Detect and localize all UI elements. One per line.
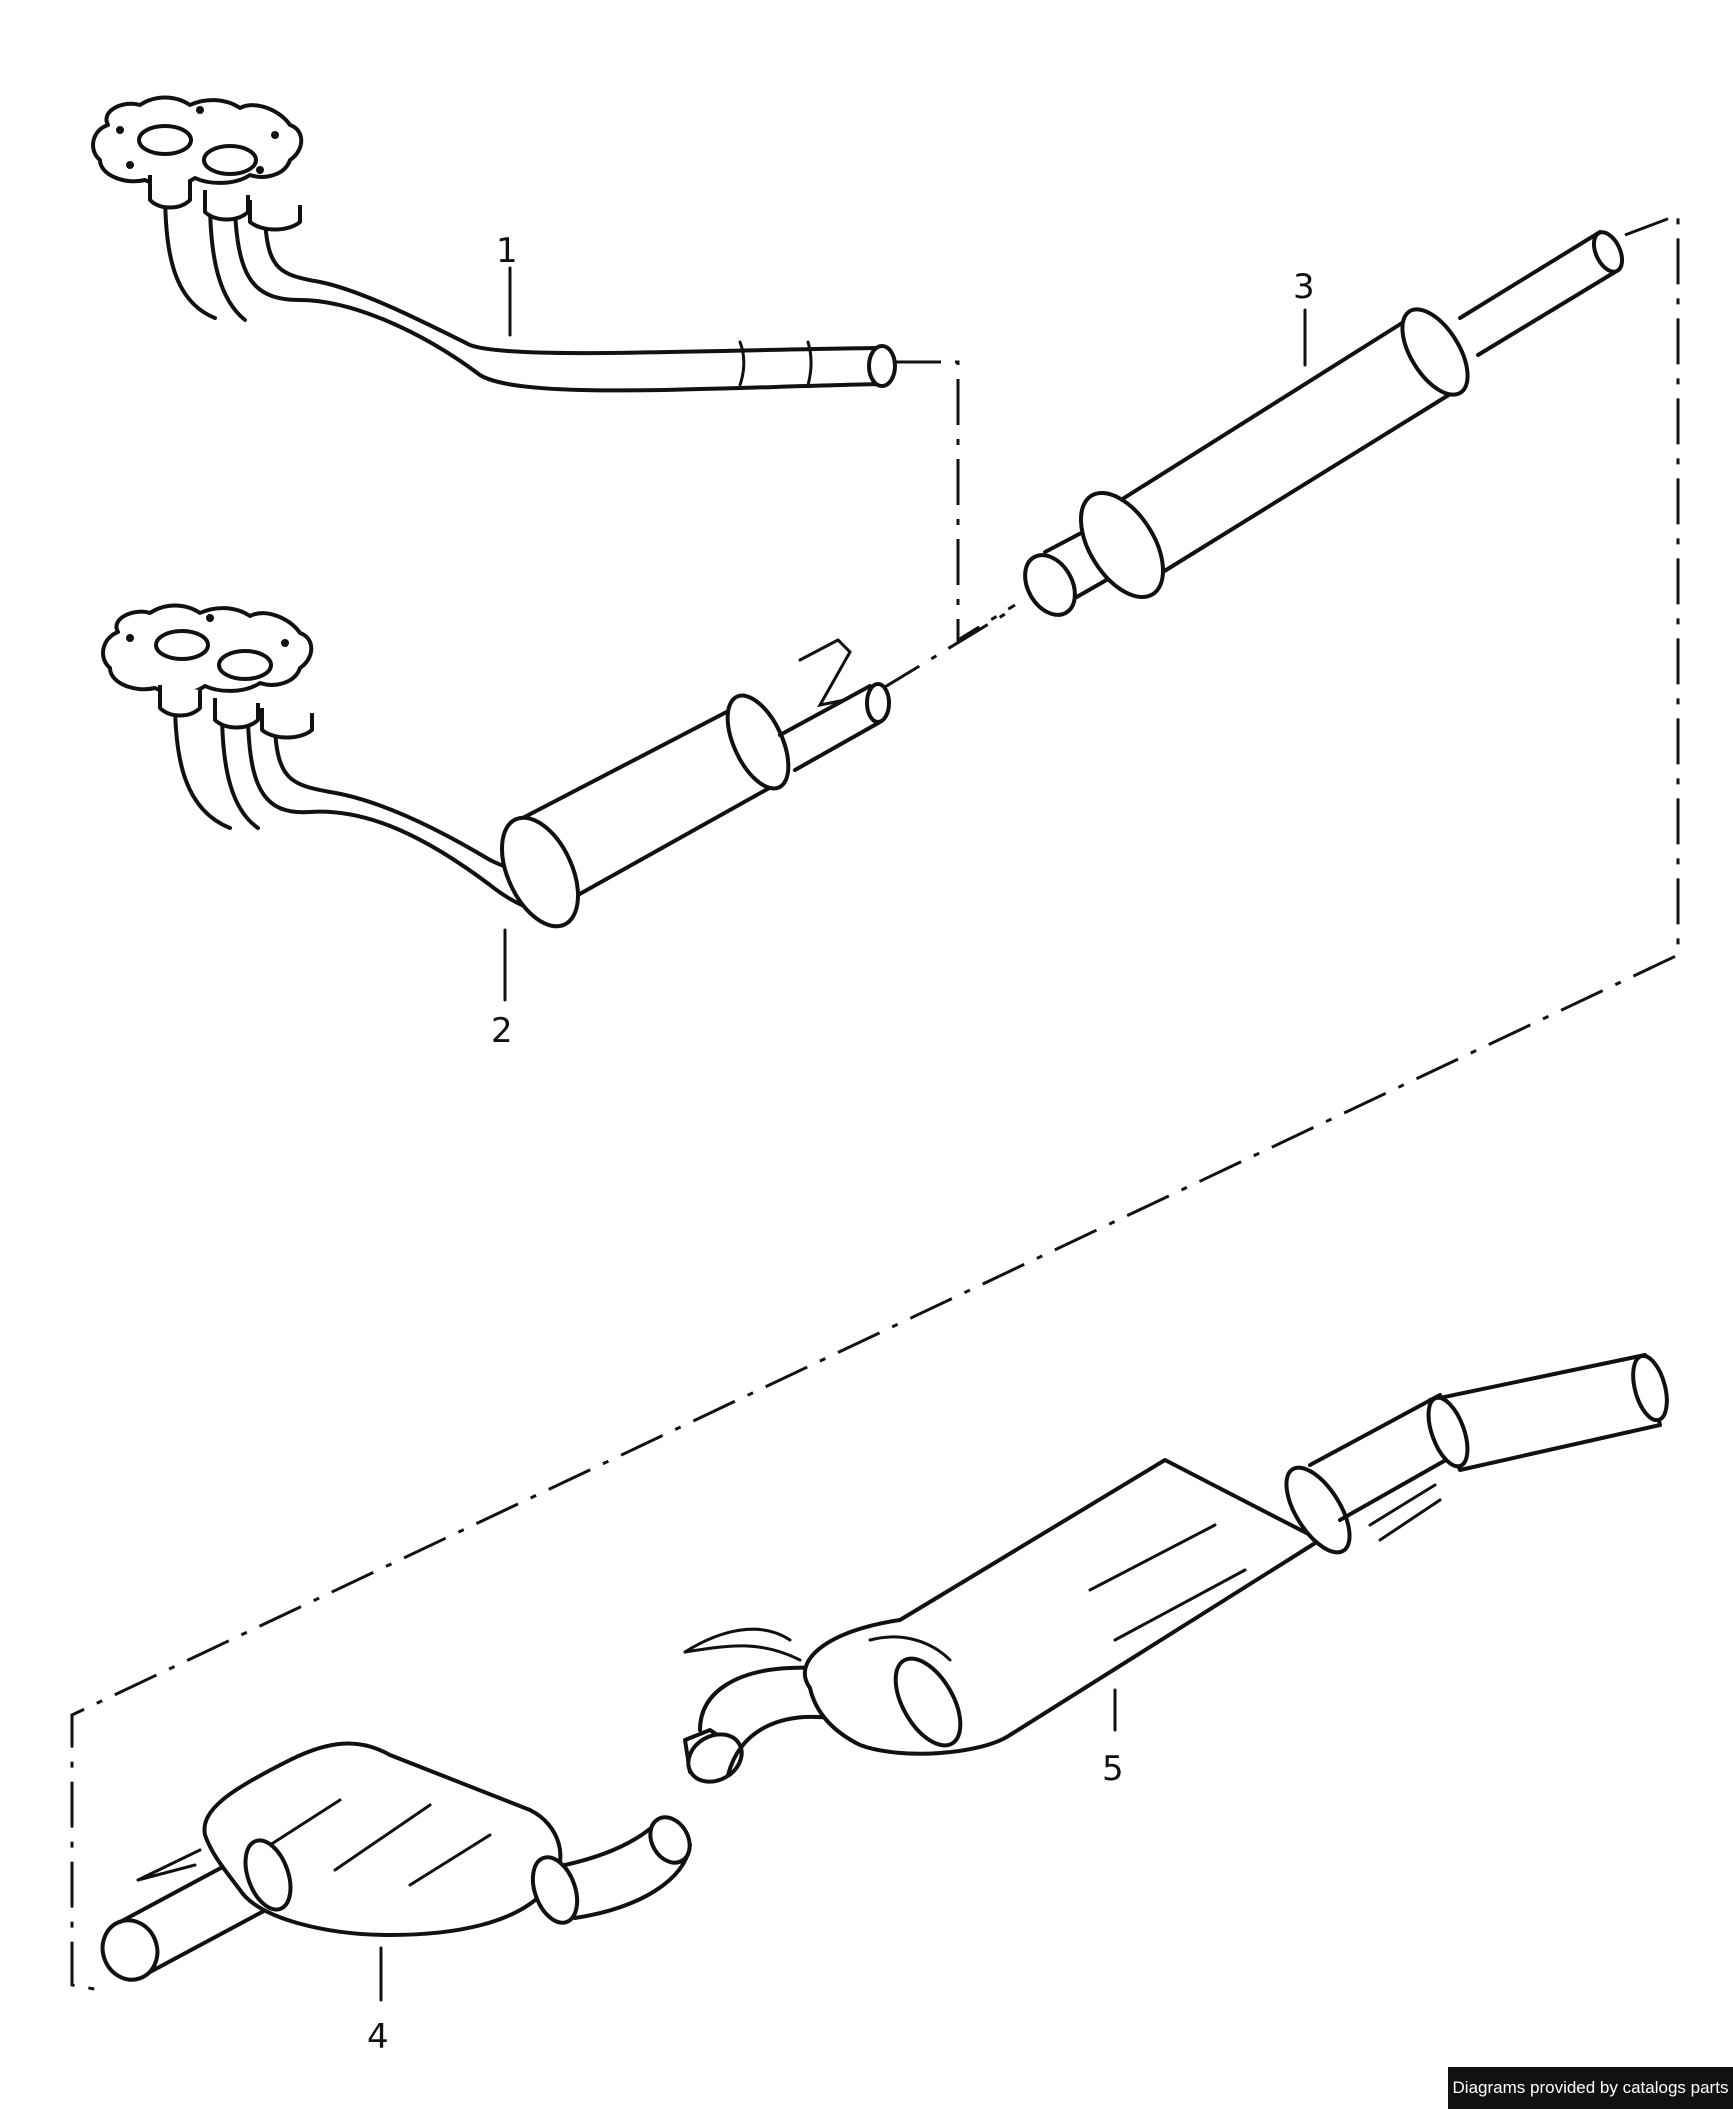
- callout-5: 5: [1102, 1749, 1124, 1789]
- part-1-front-pipe: [91, 95, 897, 393]
- callout-4: 4: [367, 2017, 389, 2057]
- callout-1: 1: [496, 231, 518, 271]
- part-2-front-pipe-with-silencer: [101, 603, 891, 929]
- part-4-intermediate-silencer: [100, 1741, 692, 1982]
- part-3-center-silencer: [1023, 230, 1625, 617]
- callout-2: 2: [491, 1011, 513, 1051]
- connector-3-4: [70, 212, 1680, 1992]
- part-5-rear-silencer: [683, 1353, 1669, 1784]
- connector-1-3: [895, 360, 1016, 643]
- credit-label: Diagrams provided by catalogs parts: [1448, 2067, 1733, 2109]
- callout-3: 3: [1293, 267, 1315, 307]
- connector-2-3: [879, 606, 1016, 692]
